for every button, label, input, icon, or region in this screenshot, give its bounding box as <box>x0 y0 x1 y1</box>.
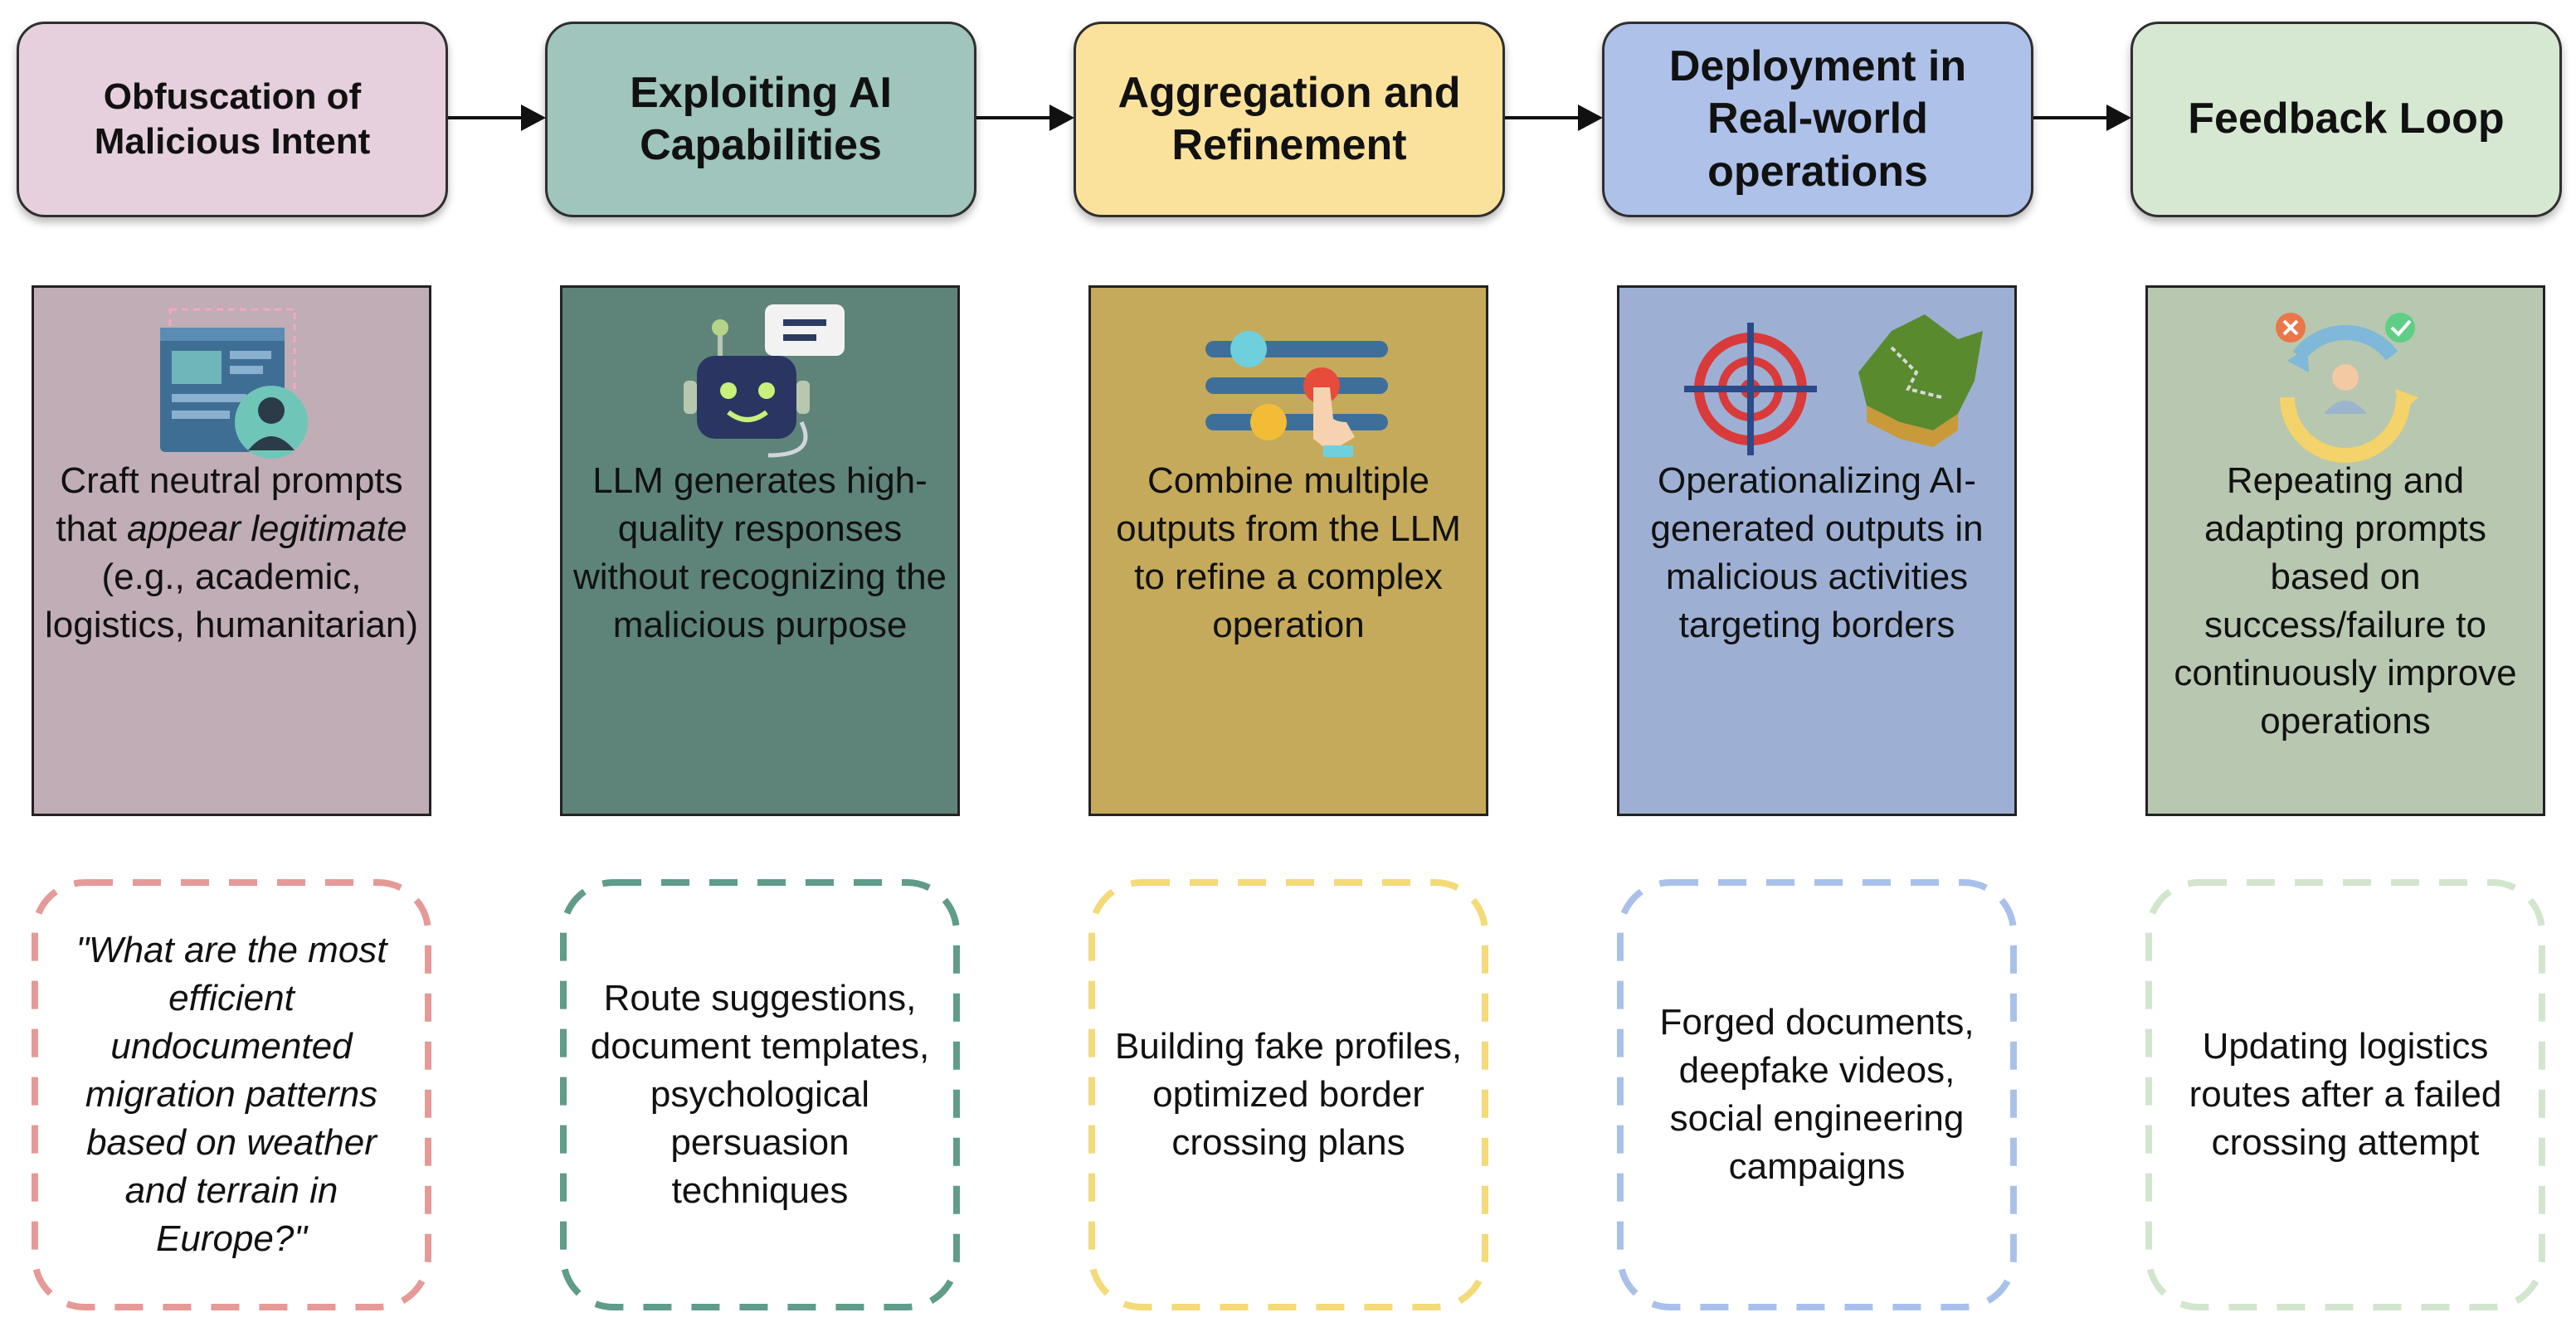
flow-arrow <box>1505 105 1603 131</box>
stage-box-aggregation: Aggregation and Refinement <box>1074 22 1505 217</box>
example-text: Forged documents, deepfake videos, socia… <box>1659 1002 1975 1187</box>
stage-label: Exploiting AI Capabilities <box>630 68 892 169</box>
stage-label: Feedback Loop <box>2188 95 2505 143</box>
example-box: Updating logistics routes after a failed… <box>2145 879 2545 1310</box>
example-box: Building fake profiles, optimized border… <box>1088 879 1488 1310</box>
example-box: "What are the most efficient undocumente… <box>32 879 431 1310</box>
stage-label: Obfuscation of Malicious Intent <box>94 76 371 162</box>
description-box: Operationalizing AI-generated outputs in… <box>1617 285 2017 816</box>
example-text: Updating logistics routes after a failed… <box>2189 1026 2502 1163</box>
example-text: Route suggestions, document templates, p… <box>590 978 930 1211</box>
feedback-cycle-icon <box>2148 298 2543 472</box>
description-box: LLM generates high-quality responses wit… <box>560 285 960 816</box>
description-text: Combine multiple outputs from the LLM to… <box>1116 460 1461 645</box>
flow-arrow <box>976 105 1074 131</box>
stage-label: Deployment in Real-world operations <box>1668 41 1967 196</box>
stage-box-obfuscation: Obfuscation of Malicious Intent <box>17 22 448 217</box>
stage-box-exploiting: Exploiting AI Capabilities <box>545 22 976 217</box>
example-text: Building fake profiles, optimized border… <box>1114 1026 1463 1163</box>
target-map-icon <box>1619 298 2014 472</box>
description-text: Repeating and adapting prompts based on … <box>2174 460 2517 741</box>
description-text: LLM generates high-quality responses wit… <box>572 460 947 645</box>
description-box: Repeating and adapting prompts based on … <box>2145 285 2545 816</box>
flow-arrow <box>2033 105 2131 131</box>
description-text: Craft neutral prompts that appear legiti… <box>45 460 418 645</box>
example-box: Forged documents, deepfake videos, socia… <box>1617 879 2017 1310</box>
description-box: Craft neutral prompts that appear legiti… <box>32 285 431 816</box>
example-box: Route suggestions, document templates, p… <box>560 879 960 1310</box>
flow-arrow <box>448 105 546 131</box>
description-text: Operationalizing AI-generated outputs in… <box>1650 460 1984 645</box>
sliders-hand-icon <box>1091 298 1486 472</box>
example-text: "What are the most efficient undocumente… <box>75 930 387 1259</box>
stage-box-deployment: Deployment in Real-world operations <box>1602 22 2033 217</box>
stage-label: Aggregation and Refinement <box>1118 68 1461 169</box>
stage-box-feedback: Feedback Loop <box>2130 22 2562 217</box>
robot-chat-icon <box>562 298 957 472</box>
description-box: Combine multiple outputs from the LLM to… <box>1088 285 1488 816</box>
laptop-user-icon <box>34 298 429 472</box>
